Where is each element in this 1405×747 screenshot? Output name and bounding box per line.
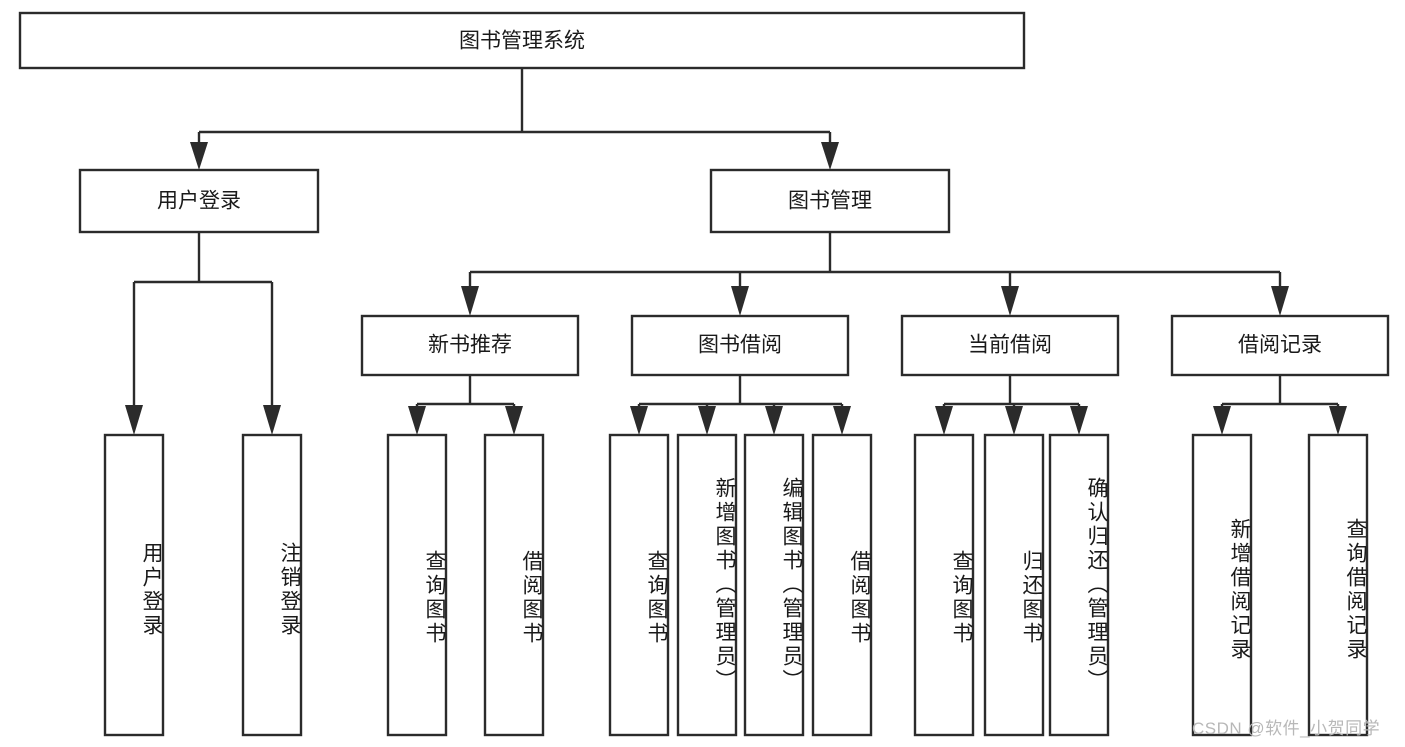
arrow-head-icon — [1070, 406, 1088, 435]
arrow-head-icon — [731, 286, 749, 316]
leaf-node-query-record[interactable] — [1307, 433, 1369, 737]
leaf-node-logout[interactable] — [241, 433, 303, 737]
node-label: 图书管理 — [788, 190, 872, 213]
leaf-node-user-login[interactable] — [103, 433, 165, 737]
node-user-login[interactable]: 用户登录 — [78, 168, 320, 234]
leaf-node-query-book-2[interactable] — [608, 433, 670, 737]
arrow-head-icon — [1005, 406, 1023, 435]
node-box-shape — [630, 314, 850, 377]
leaf-node-confirm-return[interactable] — [1048, 433, 1110, 737]
arrow-head-icon — [1213, 406, 1231, 435]
leaf-node-add-record[interactable] — [1191, 433, 1253, 737]
connector-new-book-rec-to-leaves — [408, 375, 523, 435]
arrow-head-icon — [190, 142, 208, 170]
node-book-borrow[interactable]: 图书借阅 — [630, 314, 850, 377]
arrow-head-icon — [125, 405, 143, 435]
node-box-shape — [913, 433, 975, 737]
node-book-manage[interactable]: 图书管理 — [709, 168, 951, 234]
node-label: 图书借阅 — [698, 334, 782, 357]
node-label: 新书推荐 — [428, 334, 512, 357]
leaf-node-query-book-1[interactable] — [386, 433, 448, 737]
node-label: 借阅记录 — [1238, 334, 1322, 357]
node-box-shape — [1048, 433, 1110, 737]
node-box-shape — [18, 11, 1026, 70]
node-box-shape — [1191, 433, 1253, 737]
leaf-node-query-book-3[interactable] — [913, 433, 975, 737]
arrow-head-icon — [1001, 286, 1019, 316]
node-box-shape — [241, 433, 303, 737]
node-box-shape — [900, 314, 1120, 377]
leaf-node-add-book[interactable] — [676, 433, 738, 737]
arrow-head-icon — [821, 142, 839, 170]
arrow-head-icon — [408, 406, 426, 435]
connector-root-to-level2 — [190, 68, 839, 170]
node-box-shape — [743, 433, 805, 737]
node-box-shape — [103, 433, 165, 737]
node-current-borrow[interactable]: 当前借阅 — [900, 314, 1120, 377]
leaf-node-borrow-book-1[interactable] — [483, 433, 545, 737]
leaf-node-return-book[interactable] — [983, 433, 1045, 737]
connector-book-manage-to-level3 — [461, 232, 1289, 316]
node-box-shape — [1307, 433, 1369, 737]
connector-current-borrow-to-leaves — [935, 375, 1088, 435]
arrow-head-icon — [505, 406, 523, 435]
node-box-shape — [983, 433, 1045, 737]
node-box-shape — [483, 433, 545, 737]
connector-book-borrow-to-leaves — [630, 375, 851, 435]
arrow-head-icon — [1271, 286, 1289, 316]
arrow-head-icon — [935, 406, 953, 435]
leaf-node-borrow-book-2[interactable] — [811, 433, 873, 737]
csdn-watermark: CSDN @软件_小贺同学 — [1192, 719, 1381, 738]
arrow-head-icon — [698, 406, 716, 435]
connector-user-login-to-leaves — [125, 232, 281, 435]
node-borrow-record[interactable]: 借阅记录 — [1170, 314, 1390, 377]
arrow-head-icon — [461, 286, 479, 316]
arrow-head-icon — [263, 405, 281, 435]
node-box-shape — [676, 433, 738, 737]
node-label: 当前借阅 — [968, 334, 1052, 357]
arrow-head-icon — [833, 406, 851, 435]
node-box-shape — [608, 433, 670, 737]
arrow-head-icon — [630, 406, 648, 435]
node-box-shape — [78, 168, 320, 234]
node-label: 图书管理系统 — [459, 30, 585, 53]
node-box-shape — [811, 433, 873, 737]
node-box-shape — [386, 433, 448, 737]
node-label: 用户登录 — [157, 190, 241, 213]
node-box-shape — [709, 168, 951, 234]
arrow-head-icon — [765, 406, 783, 435]
arrow-head-icon — [1329, 406, 1347, 435]
node-root[interactable]: 图书管理系统 — [18, 11, 1026, 70]
node-box-shape — [360, 314, 580, 377]
node-new-book-rec[interactable]: 新书推荐 — [360, 314, 580, 377]
leaf-node-edit-book[interactable] — [743, 433, 805, 737]
node-box-shape — [1170, 314, 1390, 377]
connector-borrow-record-to-leaves — [1213, 375, 1347, 435]
